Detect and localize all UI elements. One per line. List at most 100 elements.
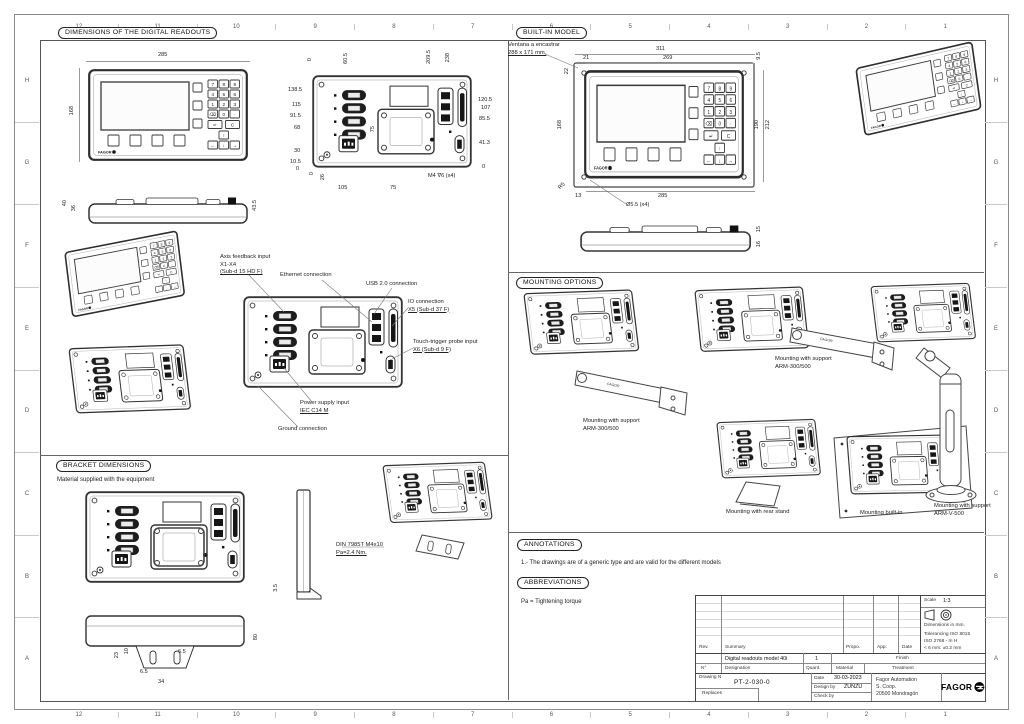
bracket-side-view — [296, 489, 322, 600]
grid-ref: 8 — [354, 711, 433, 718]
grid-ref: 1 — [905, 711, 984, 718]
dim-line — [586, 63, 755, 64]
dim-line — [586, 191, 755, 192]
dim-label: 311 — [656, 46, 665, 52]
dim-label: 91.5 — [290, 113, 301, 119]
divider-right-2 — [508, 532, 984, 533]
dim-line — [86, 61, 250, 62]
propo-col-header: Propo. — [846, 645, 861, 650]
dim-label: 115 — [292, 102, 301, 108]
grid-ref: 7 — [432, 711, 512, 718]
grid-ref: C — [15, 452, 39, 535]
dim-label: 68 — [294, 125, 301, 131]
quant-col-label: Quant. — [806, 665, 821, 671]
grid-ref: E — [985, 286, 1007, 370]
fagor-logo: FAGOR — [941, 673, 985, 701]
dim-line — [575, 54, 755, 55]
mounting-rear-stand — [716, 418, 822, 509]
projection-symbol-icon — [924, 609, 952, 621]
dim-label: 238 — [445, 53, 451, 63]
screw-note: M4 ∇6 (x4) — [428, 173, 456, 179]
section-title-mounting: MOUNTING OPTIONS — [516, 277, 604, 289]
dim-label: 105 — [338, 185, 348, 191]
dim-label: 15 — [756, 226, 762, 233]
dim-label: 0 — [296, 166, 300, 172]
date-label: Date — [814, 675, 825, 681]
dim-label: 36 — [71, 205, 77, 212]
scale-value: 1:3 — [943, 597, 951, 604]
dim-label: 21 — [583, 55, 590, 61]
dim-label: 138.5 — [288, 87, 302, 93]
dim-label: 22 — [564, 68, 570, 75]
quantity-value: 1 — [815, 655, 818, 662]
callout-ethernet: Ethernet connection — [280, 272, 332, 278]
dim-line — [79, 68, 80, 162]
tolerance-note-3: < 6 mm: ±0.2 mm — [924, 646, 962, 651]
dim-label: 43.5 — [252, 200, 258, 211]
bracket-iso-view — [342, 461, 493, 560]
annotation-text: 1.- The drawings are of a generic type a… — [521, 560, 721, 566]
grid-ref: B — [985, 534, 1007, 618]
dim-label: 30 — [294, 148, 301, 154]
section-title-bracket: BRACKET DIMENSIONS — [56, 460, 152, 472]
mounting-caption-4: Mounting built-in — [860, 510, 903, 516]
grid-ref: D — [15, 369, 39, 453]
hole-note: Ø5.5 (x4) — [626, 202, 650, 208]
dim-label: 60.5 — [343, 53, 349, 64]
material-col-label: Material — [836, 665, 854, 671]
grid-ref: 12 — [75, 711, 83, 718]
grid-ref: 1 — [905, 24, 984, 30]
front-side-view — [88, 196, 248, 224]
dim-label: 0 — [309, 172, 315, 176]
dim-label: 10.5 — [290, 159, 301, 165]
grid-ref: C — [985, 452, 1007, 535]
dim-label: 6.5 — [178, 649, 186, 655]
date-col-header: Date — [902, 645, 913, 650]
summary-col-header: Summary — [725, 645, 746, 650]
section-title-built-in: BUILT-IN MODEL — [516, 27, 588, 39]
dim-label: 23 — [114, 652, 120, 659]
grid-ref: A — [15, 617, 39, 700]
dim-label: 3.5 — [273, 584, 279, 592]
grid-ref: 10 — [196, 711, 276, 718]
tolerance-note-2: ISO 2768 - m H — [924, 639, 958, 644]
design-by-label: Design by — [814, 684, 836, 690]
divider-vertical — [508, 40, 509, 700]
dim-label: 190 — [754, 120, 760, 130]
check-by-label: Check by — [814, 694, 834, 699]
built-in-iso-view — [855, 41, 982, 137]
dim-label: 75 — [390, 185, 397, 191]
dim-label: 168 — [557, 120, 563, 130]
built-in-side-view — [580, 224, 751, 252]
divider-left-horizontal — [40, 455, 508, 456]
callout-usb: USB 2.0 connection — [366, 281, 418, 287]
dim-label: 16 — [756, 241, 762, 248]
dim-label: 85.5 — [479, 116, 490, 122]
dim-label: 6.5 — [140, 669, 148, 675]
dim-label: 269 — [663, 55, 673, 61]
grid-ref: F — [15, 204, 39, 287]
dim-label: 212 — [765, 120, 771, 130]
built-in-front-view — [573, 62, 755, 188]
iso-front-view — [64, 230, 186, 318]
arm-logo: FAGOR — [607, 382, 621, 388]
company-line-1: Fagor Automation — [876, 677, 917, 683]
grid-ref: E — [15, 286, 39, 370]
n-col-label: N° — [701, 665, 707, 671]
dim-label: 107 — [481, 105, 491, 111]
grid-ref: 4 — [669, 711, 748, 718]
section-title-abbreviations: ABBREVIATIONS — [517, 577, 589, 589]
replaces-label: Replaces — [702, 691, 722, 696]
dim-label: 75 — [370, 126, 376, 133]
drawing-n-label: Drawing N — [699, 675, 722, 680]
tolerance-note-1: Tolerancing ISO 8015 — [924, 632, 971, 637]
mounting-arm-v — [870, 282, 977, 503]
dim-label: 26 — [320, 174, 326, 181]
company-line-3: 20500 Mondragón — [876, 691, 919, 697]
grid-ref: 8 — [354, 24, 433, 30]
